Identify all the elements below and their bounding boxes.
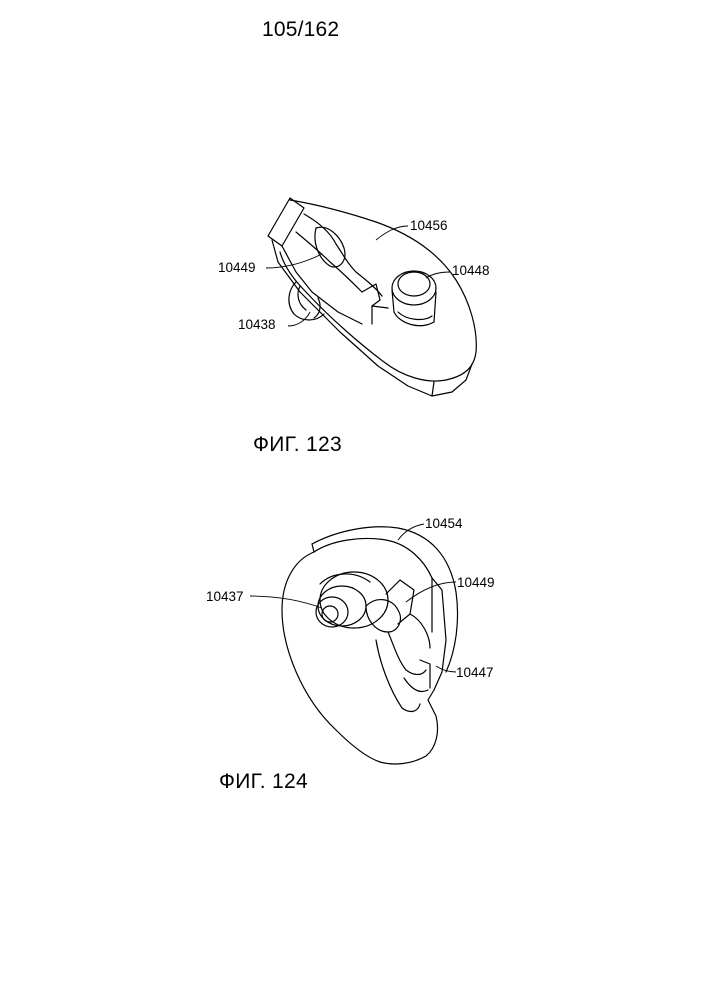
label-10447: 10447: [456, 665, 494, 680]
label-10438: 10438: [238, 317, 276, 332]
figure-123-caption: ФИГ. 123: [253, 433, 342, 457]
label-10449-fig124: 10449: [457, 575, 495, 590]
label-10456: 10456: [410, 218, 448, 233]
label-10454: 10454: [425, 516, 463, 531]
figure-124-caption: ФИГ. 124: [219, 770, 308, 794]
label-10449-fig123: 10449: [218, 260, 256, 275]
figure-124-drawing: 10454 10437 10449 10447: [206, 516, 495, 764]
figure-123-drawing: 10456 10449 10448 10438: [218, 198, 490, 396]
label-10448: 10448: [452, 263, 490, 278]
label-10437: 10437: [206, 589, 244, 604]
